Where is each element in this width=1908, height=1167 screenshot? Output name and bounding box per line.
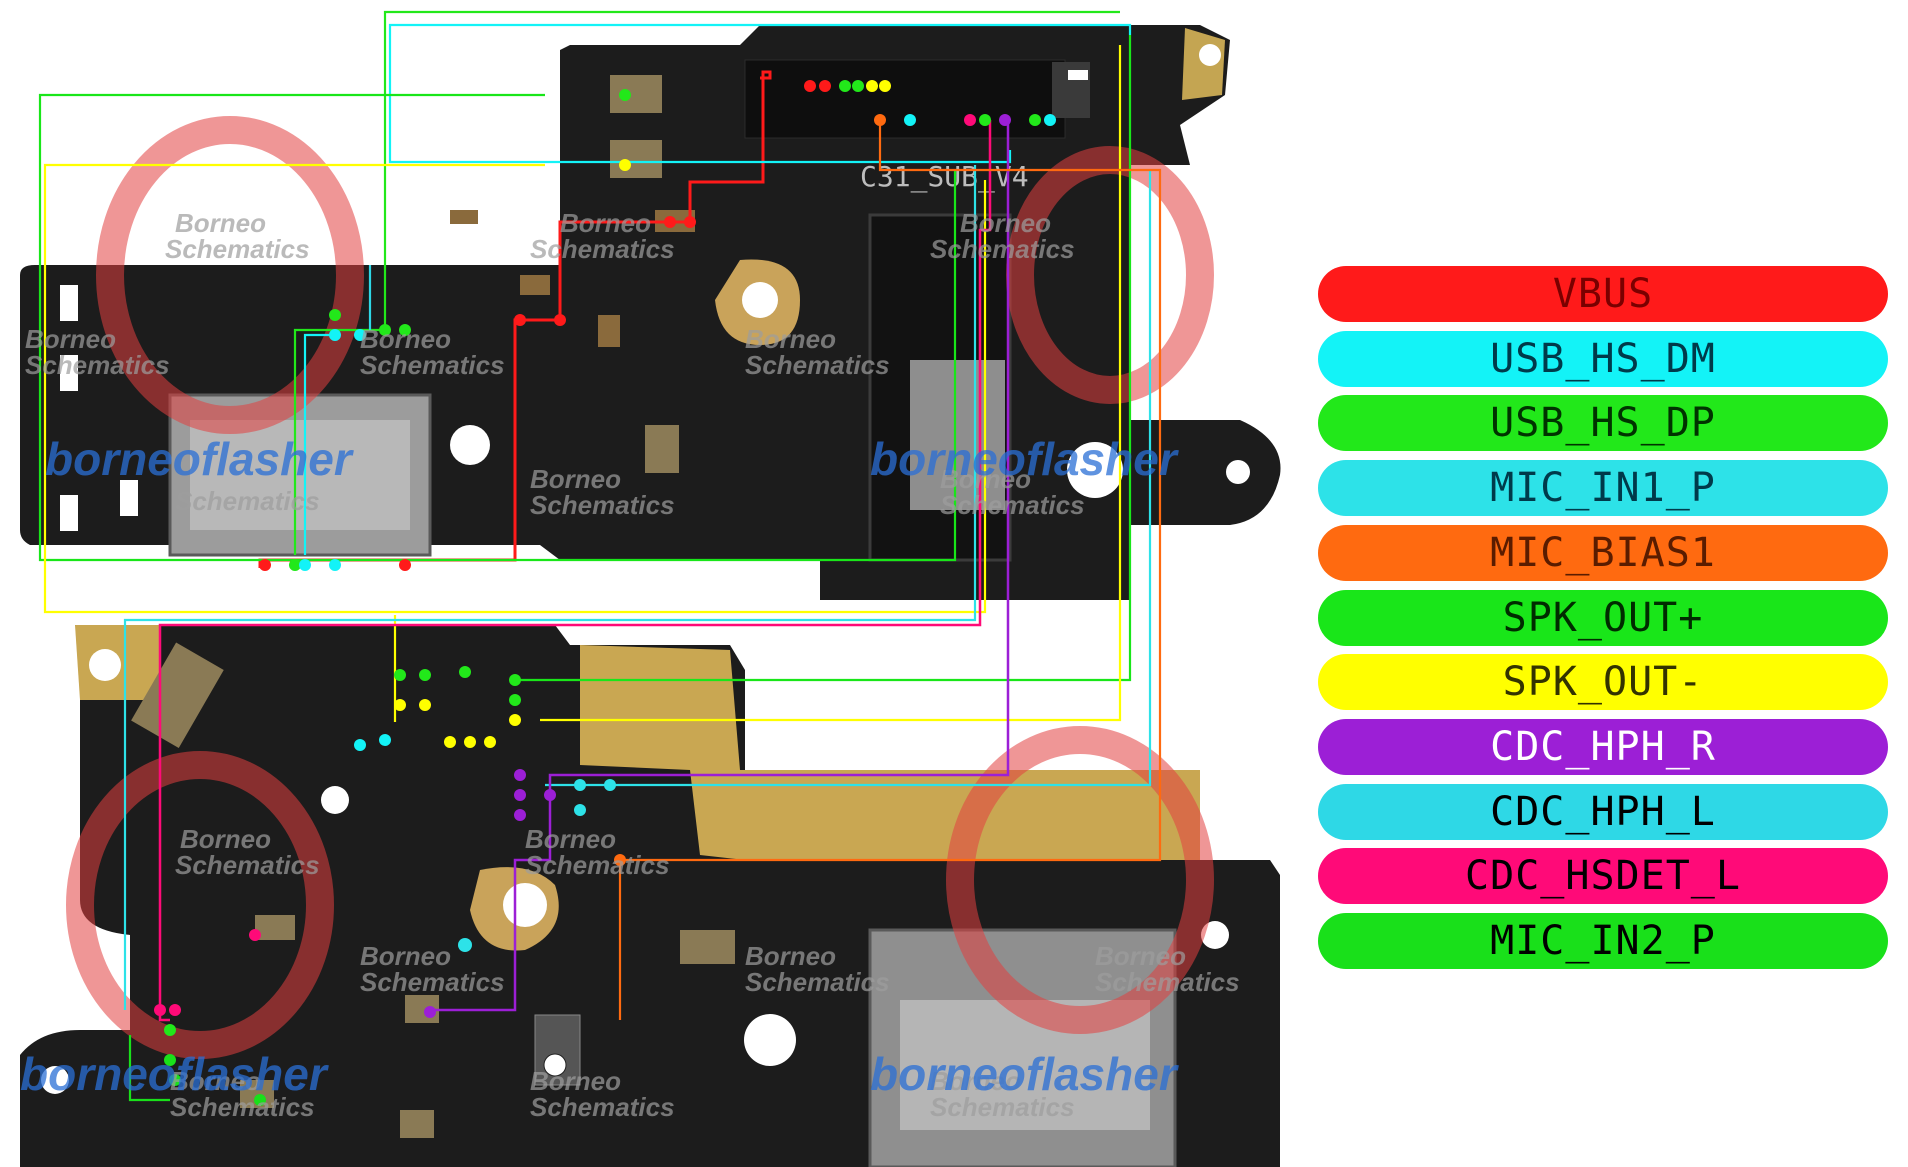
brand-watermarks: borneoflasher borneoflasher borneoflashe… [20,433,1179,1100]
legend-item-usb-hs-dp: USB_HS_DP [1318,395,1888,452]
wm-line2: Schematics [930,1092,1075,1122]
wm-line2: Schematics [530,1092,675,1122]
legend-item-cdc-hph-l: CDC_HPH_L [1318,783,1888,840]
legend-item-spk-out-: SPK_OUT- [1318,654,1888,711]
wm-line2: Schematics [525,850,670,880]
wm-line1: Borneo [940,464,1031,494]
wm-line2: Schematics [165,234,310,264]
wm-line1: Borneo [360,324,451,354]
wm-line1: Borneo [745,324,836,354]
wm-line1: Borneo [360,941,451,971]
legend-label: SPK_OUT- [1502,659,1704,706]
wm-line1: Borneo [525,824,616,854]
legend-item-cdc-hph-r: CDC_HPH_R [1318,718,1888,775]
legend-item-cdc-hsdet-l: CDC_HSDET_L [1318,848,1888,905]
legend-item-spk-out-: SPK_OUT+ [1318,589,1888,646]
wm-line1: Borneo [1095,941,1186,971]
legend-item-mic-bias1: MIC_BIAS1 [1318,524,1888,581]
wm-line2: Schematics [175,850,320,880]
logo-watermarks [66,116,1214,1059]
legend-label: MIC_IN2_P [1490,918,1716,964]
net-traces [38,10,1162,1102]
wm-line2: Schematics [170,1092,315,1122]
wm-line1: Borneo [530,464,621,494]
wm-line2: Schematics [1095,967,1240,997]
legend-item-vbus: VBUS [1318,266,1888,322]
board-label: C31_SUB_V4 [860,160,1029,194]
wm-line1: Borneo [745,941,836,971]
legend-label: MIC_BIAS1 [1490,529,1716,576]
trace-mic-in1-p [123,165,977,1010]
trace-spk-out-minus [43,163,987,614]
wm-line1: Borneo [180,824,271,854]
trace-usb-hs-dm [388,23,1132,164]
wm-line2: Schematics [360,350,505,380]
legend-label: CDC_HSDET_L [1465,853,1741,900]
wm-line1: Borneo [960,208,1051,238]
trace-cdc-hph-r [430,120,1010,1012]
legend-label: USB_HS_DP [1490,400,1716,447]
legend-label: VBUS [1552,271,1654,317]
wm-brand: borneoflasher [870,433,1179,485]
legend-item-mic-in2-p: MIC_IN2_P [1318,913,1888,969]
legend-label: SPK_OUT+ [1502,594,1704,641]
wm-line1: Borneo [930,1066,1021,1096]
text-watermarks: Borneo Schematics Borneo Schematics Born… [25,208,1240,1122]
wm-line1: Borneo [25,324,116,354]
pcb-diagram: C31_SUB_V4 [20,10,1281,1167]
wm-line1: Borneo [170,1066,261,1096]
wm-brand: borneoflasher [870,1048,1179,1100]
legend-label: CDC_HPH_L [1490,788,1716,835]
wm-line2: Schematics [530,490,675,520]
trace-cdc-hsdet-l [158,120,992,1022]
wm-line1: Borneo [530,1066,621,1096]
wm-line2: Schematics [745,967,890,997]
top-board: C31_SUB_V4 [20,25,1281,600]
trace-spk-out-plus [38,93,957,562]
wm-brand: borneoflasher [45,433,354,485]
wm-line2: Schematics [530,234,675,264]
wm-line2: Schematics [940,490,1085,520]
wm-brand: borneoflasher [20,1048,329,1100]
legend-label: CDC_HPH_R [1490,723,1716,770]
wm-line2: Schematics [930,234,1075,264]
wm-line2: Schematics [25,350,170,380]
legend-label: MIC_IN1_P [1490,465,1716,512]
trace-mic-in2-p [128,1035,170,1102]
wm-line2: Schematics [175,486,320,516]
wm-line2: Schematics [745,350,890,380]
test-points [154,80,1056,1106]
trace-vbus [258,70,772,568]
wm-line1: Borneo [560,208,651,238]
wm-line2: Schematics [360,967,505,997]
legend-item-mic-in1-p: MIC_IN1_P [1318,460,1888,517]
bottom-board [20,625,1280,1167]
legend-label: USB_HS_DM [1490,335,1716,382]
net-legend: VBUS USB_HS_DM USB_HS_DP MIC_IN1_P MIC_BIAS1… [1318,266,1888,976]
legend-item-usb-hs-dm: USB_HS_DM [1318,330,1888,387]
wm-line1: Borneo [175,208,266,238]
trace-mic-bias1 [618,118,1162,1020]
